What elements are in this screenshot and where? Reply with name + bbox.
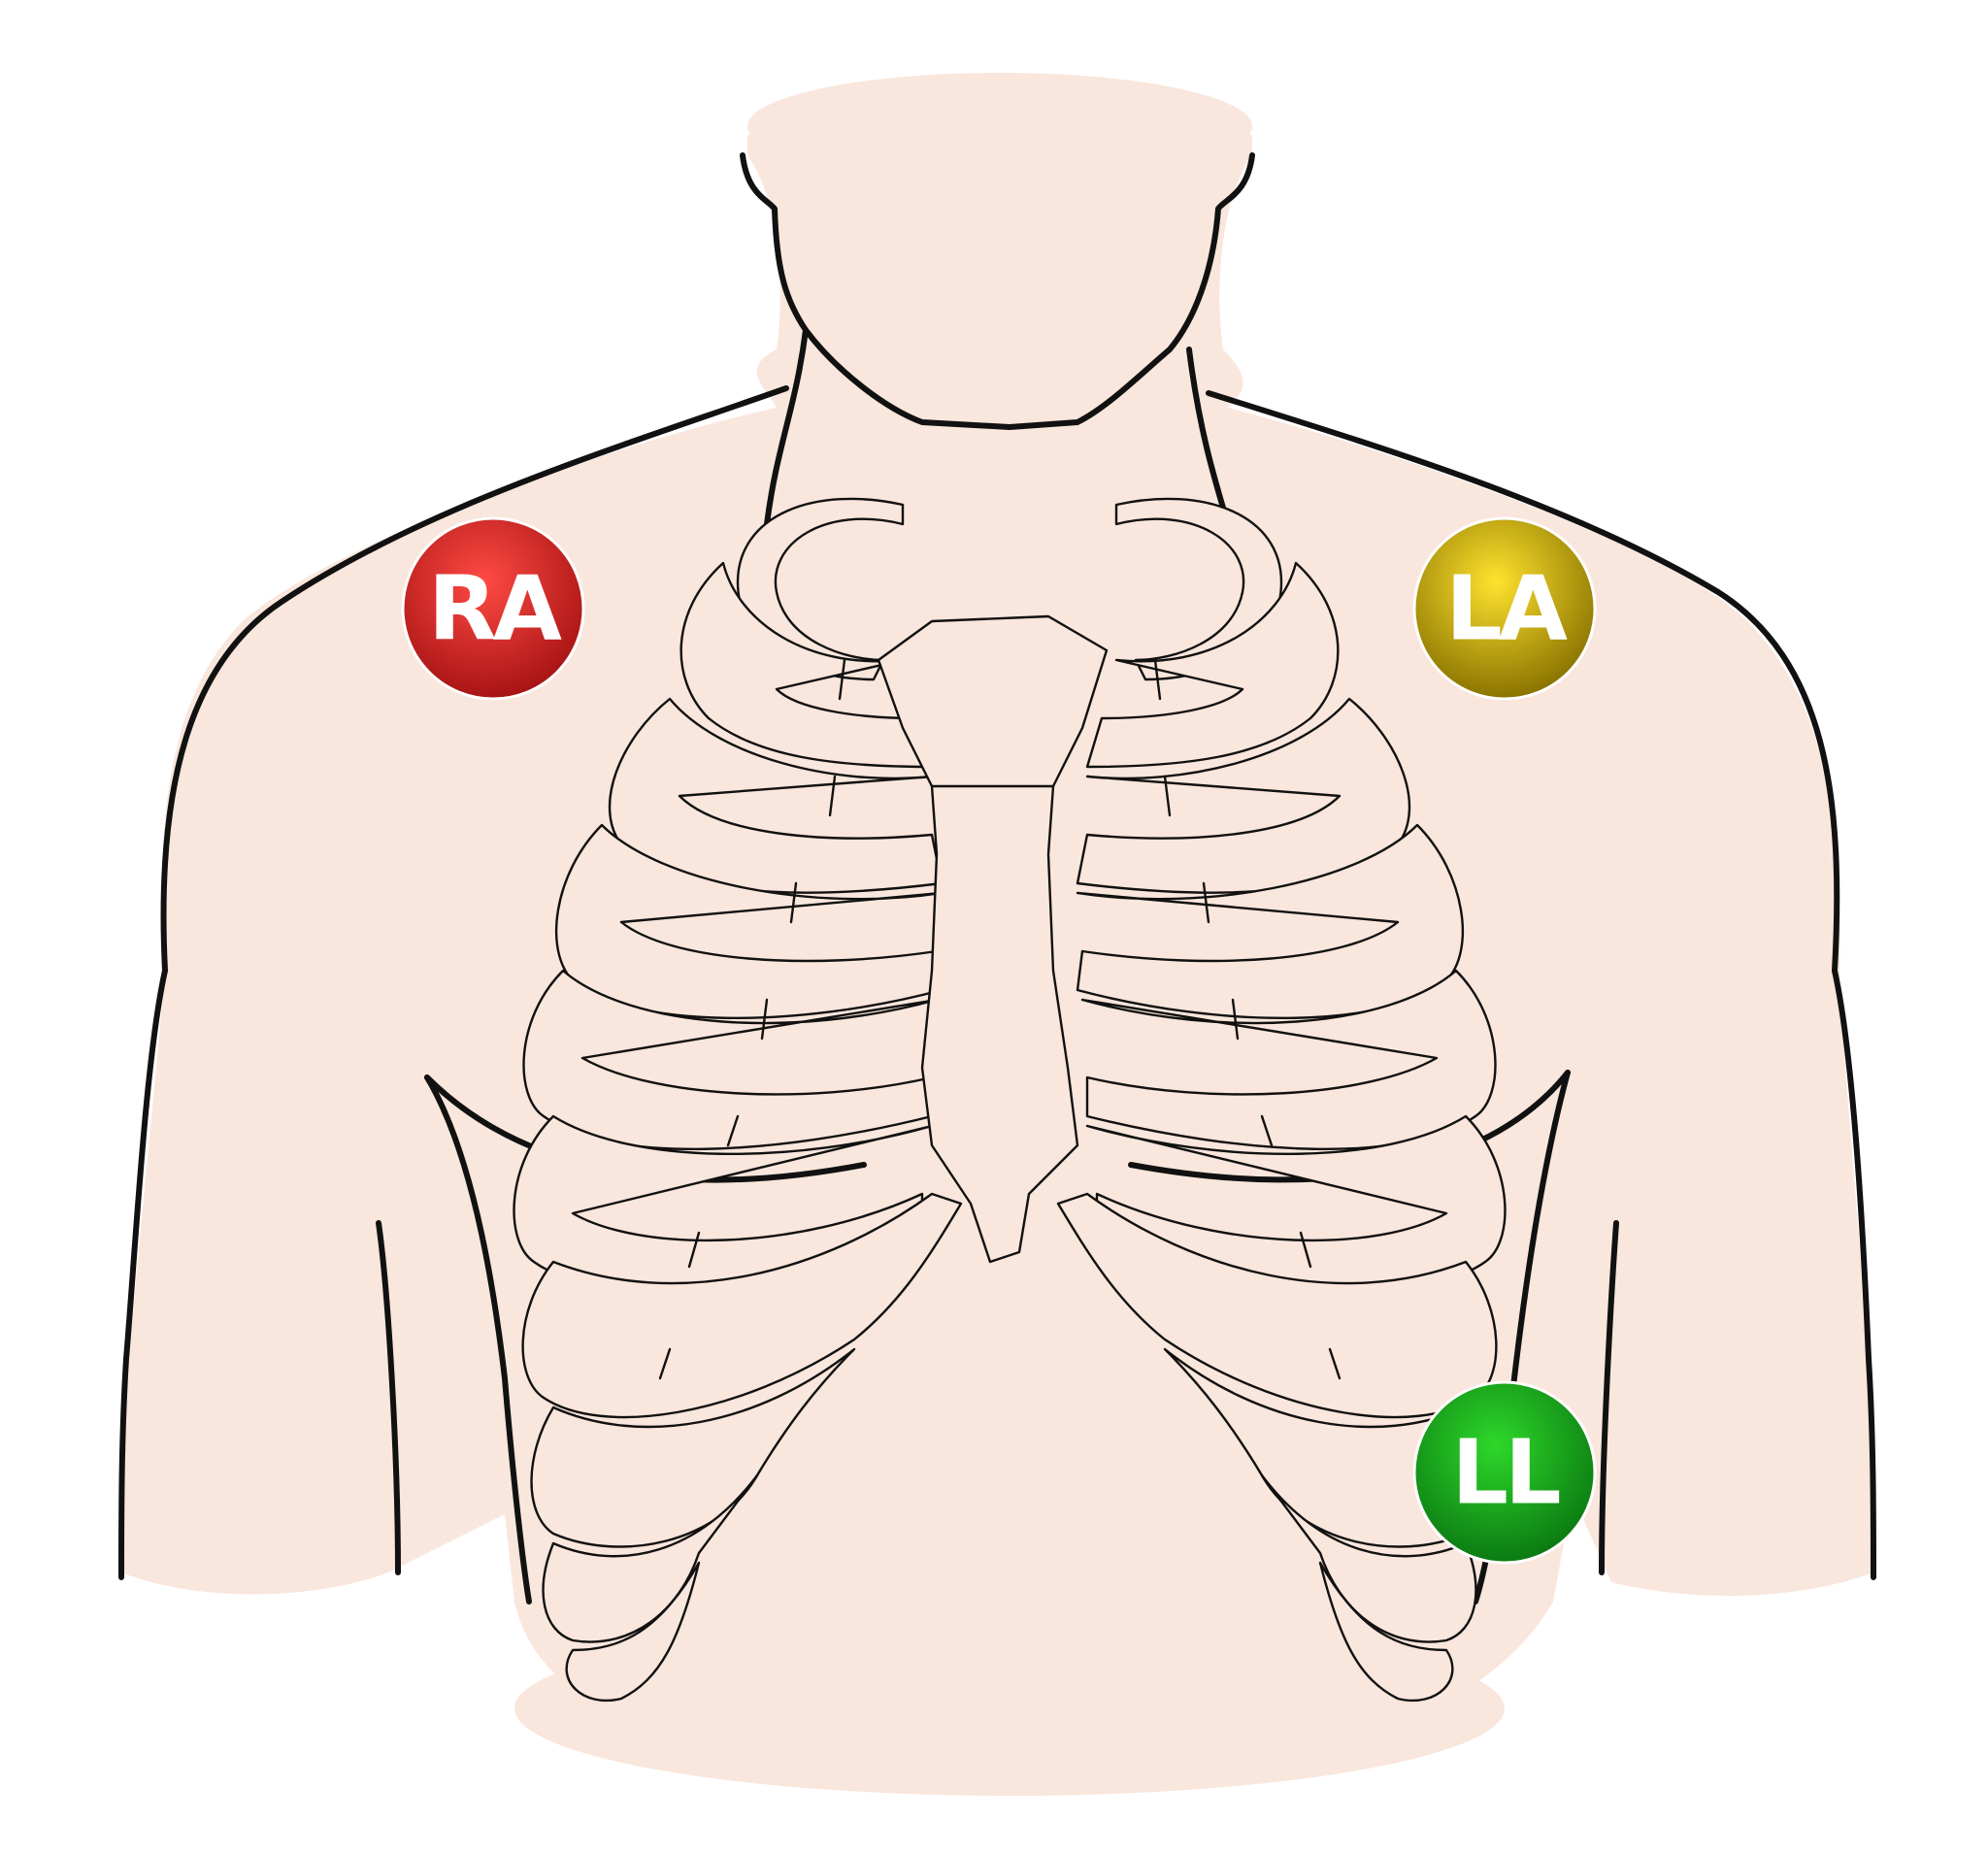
electrode-ra: RA <box>401 516 585 701</box>
neck-left-outline <box>740 152 1012 430</box>
electrode-ll: LL <box>1412 1380 1597 1565</box>
cartilage-left-3 <box>789 881 798 924</box>
torso-bottom <box>514 1621 1505 1796</box>
rib-cage-right <box>1056 497 1507 1702</box>
cartilage-right-6 <box>1299 1231 1312 1269</box>
lat-left-outline <box>424 1075 532 1604</box>
electrode-la-label: LA <box>1445 557 1568 661</box>
trapezius-left-line <box>764 327 809 527</box>
rib-right-2 <box>1085 561 1340 769</box>
cartilage-right-1 <box>1153 658 1162 701</box>
armpit-right-outline <box>1599 1220 1619 1575</box>
neck-top <box>747 73 1252 180</box>
electrode-ll-disc <box>1412 1380 1597 1565</box>
costal-cartilage-lines <box>658 658 1342 1380</box>
shoulder-right-outline <box>1206 390 1840 974</box>
rib-cage <box>513 497 1507 1702</box>
cartilage-right-3 <box>1202 881 1210 924</box>
cartilage-left-5 <box>726 1114 740 1147</box>
cartilage-left-4 <box>760 998 769 1041</box>
arm-left-outline <box>118 968 168 1580</box>
cartilage-left-1 <box>838 658 846 701</box>
rib-left-10 <box>565 1561 701 1702</box>
cartilage-right-7 <box>1328 1347 1342 1380</box>
electrode-ra-label: RA <box>428 557 562 661</box>
rib-left-8 <box>530 1347 856 1548</box>
cartilage-right-2 <box>1163 775 1172 817</box>
electrode-la: LA <box>1412 516 1597 701</box>
sternum <box>877 614 1109 1264</box>
cartilage-left-2 <box>828 775 837 817</box>
rib-right-10 <box>1318 1561 1454 1702</box>
electrode-ra-disc <box>401 516 585 701</box>
rib-left-2 <box>679 561 934 769</box>
cartilage-right-4 <box>1231 998 1240 1041</box>
cartilage-left-7 <box>658 1347 672 1380</box>
arm-right-outline <box>1832 968 1876 1580</box>
shoulder-left-outline <box>160 385 789 974</box>
electrode-ll-label: LL <box>1451 1421 1560 1525</box>
cartilage-right-5 <box>1260 1114 1274 1147</box>
neck-right-outline <box>1007 152 1255 430</box>
electrode-la-disc <box>1412 516 1597 701</box>
rib-left-7 <box>521 1192 963 1419</box>
armpit-left-outline <box>376 1220 401 1575</box>
cartilage-left-6 <box>687 1231 701 1269</box>
